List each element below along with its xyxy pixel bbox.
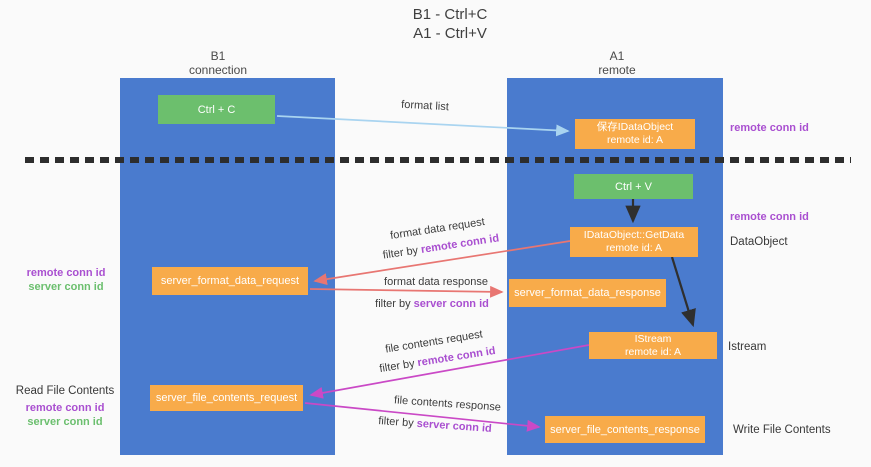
annotation-write-file-contents: Write File Contents [733, 424, 831, 436]
annotation-remote-conn-id-mid: remote conn id [730, 211, 809, 223]
node-server-format-data-request-label: server_format_data_request [160, 275, 300, 287]
label-filter-by-server-conn-id-1: filter by server conn id [372, 298, 492, 310]
node-server-file-contents-response-label: server_file_contents_response [550, 423, 700, 436]
node-server-format-data-response-label: server_format_data_response [514, 287, 661, 299]
node-idataobject-getdata: IDataObject::GetData remote id: A [570, 227, 698, 257]
node-ctrl-v: Ctrl + V [574, 174, 693, 199]
title-line-2: A1 - Ctrl+V [413, 25, 487, 42]
label-format-list: format list [400, 98, 450, 114]
annotation-dataobject: DataObject [730, 236, 788, 248]
node-ctrl-v-label: Ctrl + V [615, 180, 652, 193]
column-b1-header-line2: connection [188, 63, 248, 77]
node-server-file-contents-request: server_file_contents_request [150, 385, 303, 411]
annotation-left-conn-ids-top: remote conn id server conn id [14, 266, 118, 294]
column-b1-header: B1 connection [163, 49, 273, 77]
node-server-file-contents-request-label: server_file_contents_request [155, 392, 298, 404]
server-conn-id-text: server conn id [413, 298, 489, 310]
node-server-file-contents-response: server_file_contents_response [545, 416, 705, 443]
server-conn-id-text: server conn id [416, 417, 493, 435]
label-format-data-response: format data response [384, 276, 488, 288]
annotation-read-file-contents-group: Read File Contents remote conn id server… [10, 384, 120, 429]
diagram-title: B1 - Ctrl+C A1 - Ctrl+V [330, 5, 570, 43]
node-istream: IStream remote id: A [589, 332, 717, 359]
annotation-remote-conn-id-top: remote conn id [730, 122, 809, 134]
node-server-format-data-request: server_format_data_request [152, 267, 308, 295]
arrow-format-data-response [309, 285, 504, 298]
label-file-contents-response: file contents response [393, 394, 502, 414]
node-ctrl-c-label: Ctrl + C [197, 103, 236, 116]
annotation-istream: Istream [728, 341, 767, 353]
filter-by-text: filter by [378, 357, 419, 376]
column-b1-header-line1: B1 [210, 49, 226, 63]
node-ctrl-c: Ctrl + C [158, 95, 275, 124]
filter-by-text: filter by [375, 298, 414, 310]
server-conn-id-text: server conn id [28, 281, 104, 293]
node-getdata-line2: remote id: A [605, 242, 663, 254]
filter-by-text: filter by [382, 244, 422, 262]
column-a1-header-line1: A1 [609, 49, 625, 63]
node-getdata-line1: IDataObject::GetData [583, 229, 685, 241]
label-filter-by-server-conn-id-2: filter by server conn id [375, 415, 496, 435]
column-a1-header-line2: remote [598, 63, 636, 77]
node-save-idataobject: 保存IDataObject remote id: A [575, 119, 695, 149]
read-file-contents-text: Read File Contents [15, 385, 115, 397]
node-server-format-data-response: server_format_data_response [509, 279, 666, 307]
remote-conn-id-text: remote conn id [25, 402, 105, 414]
server-conn-id-text: server conn id [27, 416, 103, 428]
node-istream-line1: IStream [634, 332, 672, 345]
node-istream-line2: remote id: A [624, 345, 682, 358]
column-a1-header: A1 remote [562, 49, 672, 77]
remote-conn-id-text: remote conn id [420, 232, 500, 256]
title-line-1: B1 - Ctrl+C [412, 6, 488, 23]
filter-by-text: filter by [377, 415, 418, 430]
node-save-idataobject-line1: 保存IDataObject [596, 121, 674, 133]
remote-conn-id-text: remote conn id [26, 267, 106, 279]
node-save-idataobject-line2: remote id: A [606, 134, 664, 146]
